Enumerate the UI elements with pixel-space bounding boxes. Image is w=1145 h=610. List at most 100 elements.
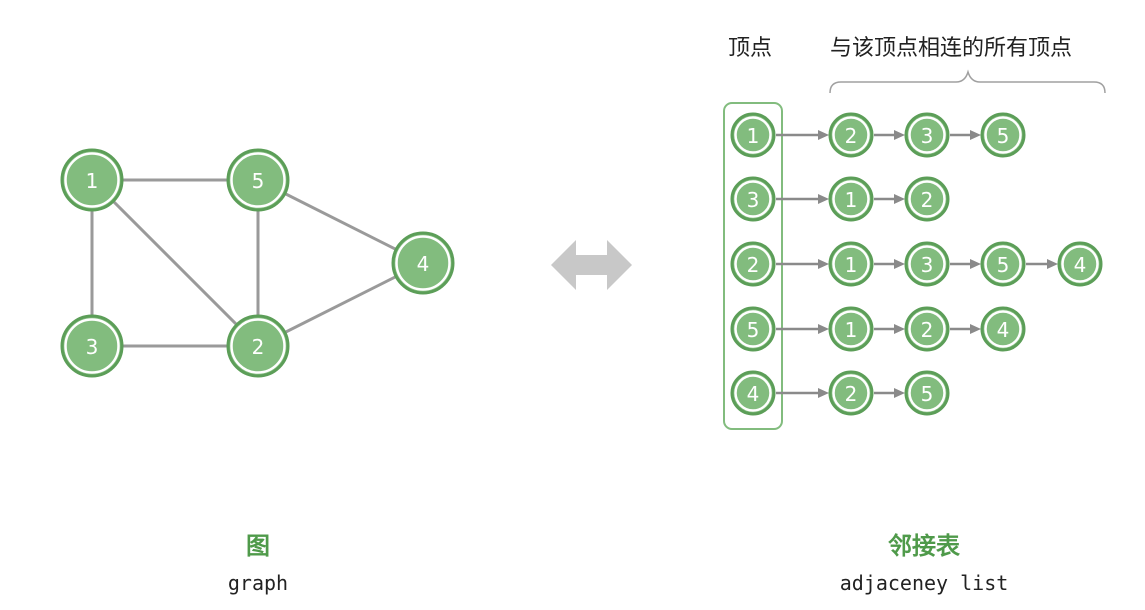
arrow-2-1 (874, 259, 905, 269)
node-ring (230, 318, 286, 374)
node-ring (64, 152, 120, 208)
graph-node-1: 1 (60, 148, 124, 212)
vertex-node-1: 1 (730, 112, 776, 158)
arrow-4-0 (776, 388, 829, 398)
node-circle (904, 241, 950, 287)
node-label: 4 (417, 252, 430, 276)
neighbors-brace (829, 69, 1106, 94)
neighbor-node-4-5: 5 (904, 370, 950, 416)
neighbor-node-2-3: 3 (904, 241, 950, 287)
arrow-head (894, 194, 905, 204)
node-label: 5 (747, 318, 760, 342)
node-label: 1 (845, 253, 858, 277)
node-label: 2 (921, 188, 934, 212)
neighbor-node-1-2: 2 (828, 112, 874, 158)
neighbor-node-2-4: 4 (1057, 241, 1103, 287)
node-label: 3 (921, 253, 934, 277)
node-circle (730, 176, 776, 222)
node-label: 3 (921, 124, 934, 148)
arrow-head (894, 324, 905, 334)
node-ring (832, 374, 870, 412)
neighbor-node-2-5: 5 (980, 241, 1026, 287)
neighbor-node-3-1: 1 (828, 176, 874, 222)
node-ring (734, 116, 772, 154)
graph-node-3: 3 (60, 314, 124, 378)
neighbor-node-5-4: 4 (980, 306, 1026, 352)
node-ring (64, 318, 120, 374)
arrow-head (818, 324, 829, 334)
node-ring (832, 245, 870, 283)
node-circle (904, 370, 950, 416)
node-label: 2 (747, 253, 760, 277)
vertex-node-3: 3 (730, 176, 776, 222)
node-ring (832, 116, 870, 154)
node-label: 1 (845, 188, 858, 212)
vertex-node-4: 4 (730, 370, 776, 416)
node-circle (828, 112, 874, 158)
node-ring (395, 235, 451, 291)
arrow-head (1047, 259, 1058, 269)
node-circle (828, 370, 874, 416)
vertex-column-header: 顶点 (728, 36, 772, 61)
arrow-head (970, 259, 981, 269)
node-label: 3 (86, 335, 99, 359)
node-ring (984, 116, 1022, 154)
neighbors-column-header: 与该顶点相连的所有顶点 (830, 36, 1072, 61)
adjacency-row-1: 1 2 3 5 (730, 112, 1026, 158)
node-ring (734, 180, 772, 218)
node-label: 1 (86, 169, 99, 193)
arrow-head (970, 130, 981, 140)
graph-caption-title: 图 (246, 532, 270, 560)
arrow-head (894, 130, 905, 140)
node-circle (226, 314, 290, 378)
bidirectional-arrow-icon (551, 240, 632, 290)
node-circle (60, 148, 124, 212)
arrow-4-1 (874, 388, 905, 398)
node-label: 2 (845, 124, 858, 148)
arrow-1-0 (776, 130, 829, 140)
node-circle (60, 314, 124, 378)
node-circle (980, 306, 1026, 352)
arrow-2-0 (776, 259, 829, 269)
neighbor-node-1-3: 3 (904, 112, 950, 158)
graph-caption-subtitle: graph (228, 571, 288, 595)
adjacency-row-4: 4 2 5 (730, 370, 950, 416)
node-circle (730, 241, 776, 287)
node-circle (828, 241, 874, 287)
node-circle (1057, 241, 1103, 287)
arrow-5-0 (776, 324, 829, 334)
node-circle (904, 176, 950, 222)
node-circle (730, 306, 776, 352)
node-label: 5 (921, 382, 934, 406)
node-circle (904, 112, 950, 158)
node-label: 4 (747, 382, 760, 406)
node-label: 5 (997, 253, 1010, 277)
neighbor-node-5-1: 1 (828, 306, 874, 352)
node-circle (391, 231, 455, 295)
arrow-head (894, 259, 905, 269)
node-circle (980, 112, 1026, 158)
node-circle (730, 112, 776, 158)
node-ring (908, 116, 946, 154)
arrow-2-3 (1026, 259, 1058, 269)
adjacency-row-2: 2 1 3 5 4 (730, 241, 1103, 287)
arrow-3-1 (874, 194, 905, 204)
graph-node-5: 5 (226, 148, 290, 212)
node-ring (984, 310, 1022, 348)
vertex-node-5: 5 (730, 306, 776, 352)
node-ring (984, 245, 1022, 283)
adjacency-caption-title: 邻接表 (888, 532, 961, 560)
graph-node-2: 2 (226, 314, 290, 378)
node-ring (908, 374, 946, 412)
neighbor-node-4-2: 2 (828, 370, 874, 416)
node-ring (734, 374, 772, 412)
node-label: 4 (997, 318, 1010, 342)
adjacency-row-3: 3 1 2 (730, 176, 950, 222)
node-ring (908, 310, 946, 348)
arrow-5-2 (950, 324, 981, 334)
node-label: 1 (747, 124, 760, 148)
arrow-2-2 (950, 259, 981, 269)
node-label: 4 (1074, 253, 1087, 277)
node-label: 5 (997, 124, 1010, 148)
